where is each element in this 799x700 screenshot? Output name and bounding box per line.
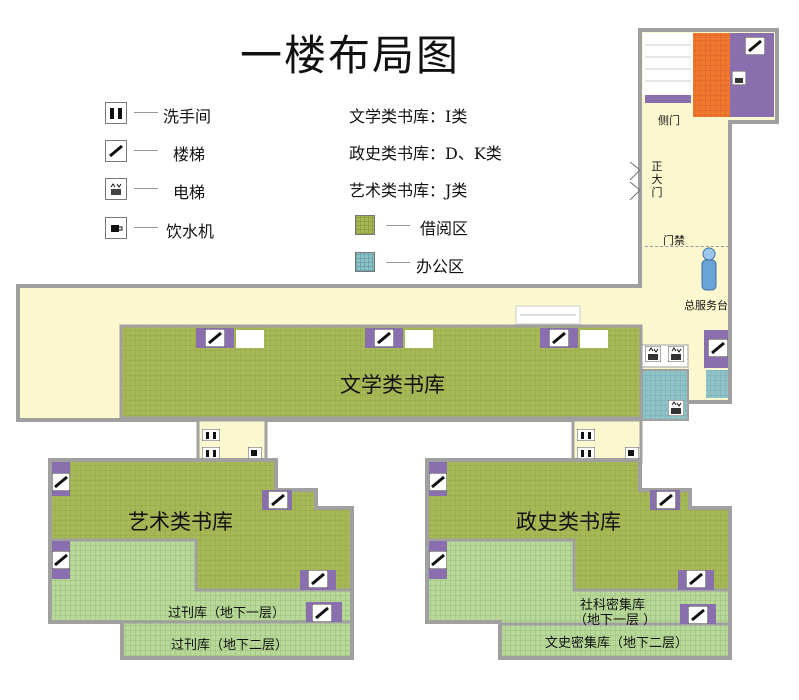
stairs-icon: [428, 472, 448, 495]
room-label-social-science-line2: （地下一层 ）: [574, 613, 657, 628]
room-label-social-science-line1: 社科密集库: [580, 598, 646, 613]
room-label-periodicals-b2: 过刊库（地下二层）: [171, 638, 289, 653]
stairs-icon: [373, 328, 395, 351]
stairs-icon: [311, 603, 333, 626]
service-desk-label: 总服务台: [684, 299, 728, 312]
stairs-icon: [428, 550, 448, 573]
elevator-icon: [667, 399, 685, 420]
legend-library-art: 艺术类书库：J类: [349, 181, 468, 200]
restroom-icon: [201, 444, 221, 463]
side-door-label: 侧门: [658, 114, 680, 127]
room-label-periodicals-b1: 过刊库（地下一层）: [168, 606, 286, 621]
stairs-icon: [204, 328, 226, 351]
elevator-icon: [731, 70, 747, 89]
stairs-icon: [51, 550, 71, 573]
main-door-label-3: 门: [651, 186, 663, 199]
legend-label-reading-area: 借阅区: [420, 219, 469, 238]
reading-area-swatch: [355, 215, 375, 235]
restroom-icon: [576, 444, 596, 463]
room-label-literature: 文学类书库: [340, 373, 445, 397]
legend-label-water-dispenser: 饮水机: [166, 222, 215, 241]
entrance-white-area: [643, 33, 693, 95]
main-corridor: [16, 28, 779, 422]
stairs-icon: [267, 490, 289, 513]
legend-library-literature: 文学类书库：I类: [349, 107, 468, 126]
room-label-literature-history-dense: 文史密集库（地下二层）: [545, 636, 689, 651]
stairs-icon: [105, 140, 127, 162]
entrance-orange-block: [693, 33, 730, 117]
restroom-icon: [576, 426, 596, 445]
office-area-swatch: [355, 252, 375, 272]
main-door-icon: [629, 161, 641, 201]
stairs-icon: [744, 36, 766, 59]
legend-label-stairs: 楼梯: [173, 145, 206, 164]
elevator-icon: [644, 345, 662, 366]
water-dispenser-icon: [247, 444, 263, 463]
water-dispenser-icon: [624, 444, 640, 463]
legend-label-restroom: 洗手间: [163, 107, 212, 126]
legend-library-politics-history: 政史类书库：D、K类: [349, 144, 502, 163]
stairs-icon: [51, 472, 71, 495]
main-door-label-2: 大: [651, 173, 663, 186]
restroom-icon: [105, 102, 127, 124]
top-stair-strip: [645, 95, 691, 103]
main-door-label-1: 正: [651, 160, 663, 173]
stairs-icon: [655, 490, 677, 513]
room-label-art: 艺术类书库: [128, 510, 233, 534]
stairs-icon: [687, 605, 709, 628]
stairs-icon: [685, 569, 707, 592]
stairs-icon: [307, 569, 329, 592]
restroom-icon: [201, 426, 221, 445]
access-control-label: 门禁: [663, 234, 685, 247]
legend-label-elevator: 电梯: [173, 183, 206, 202]
elevator-icon: [667, 345, 685, 366]
room-label-politics-history: 政史类书库: [516, 510, 621, 534]
stairs-icon: [548, 328, 570, 351]
legend-label-office-area: 办公区: [416, 257, 465, 276]
water-dispenser-icon: [105, 217, 127, 239]
stairs-icon: [707, 338, 729, 361]
elevator-icon: [105, 178, 127, 200]
page-title: 一楼布局图: [240, 31, 461, 80]
service-desk-icon: [701, 247, 717, 291]
